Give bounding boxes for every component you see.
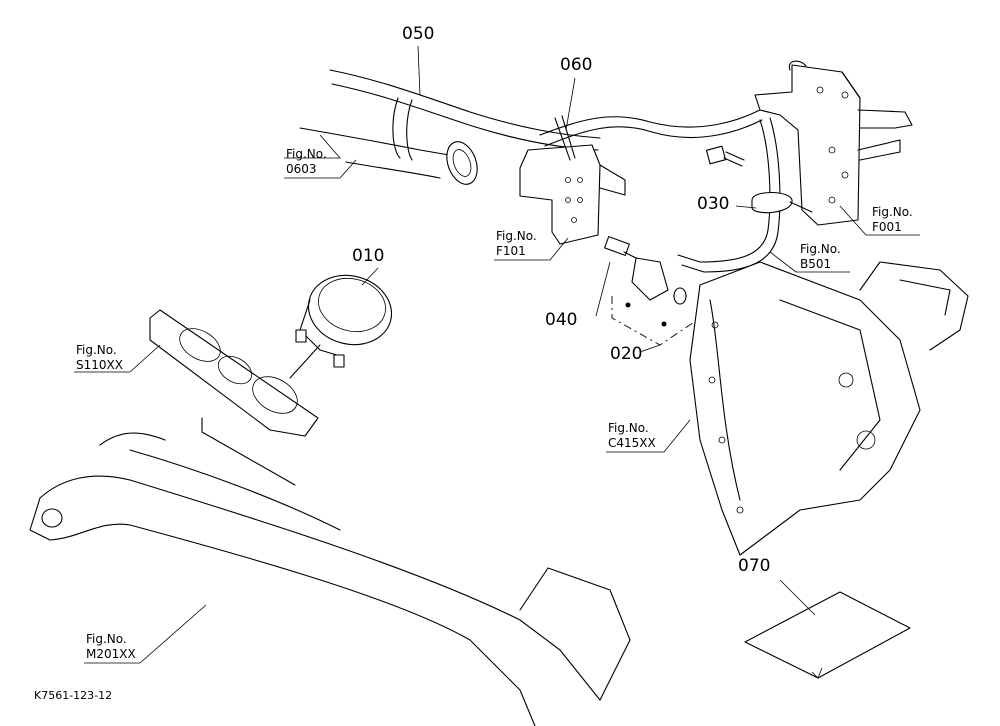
figref-f101-code: F101	[496, 244, 526, 258]
figref-s110xx-prefix: Fig.No.	[76, 343, 117, 357]
part-070-label: 070	[738, 556, 771, 576]
figref-f001-prefix: Fig.No.	[872, 205, 913, 219]
figref-m201xx-code: M201XX	[86, 647, 136, 661]
part-020-label: 020	[610, 344, 643, 364]
figref-leaders	[74, 134, 920, 664]
drawing-id: K7561-123-12	[34, 689, 113, 702]
sheet-070	[744, 591, 911, 679]
part-040-label: 040	[545, 310, 578, 330]
bracket-f101	[519, 115, 626, 245]
clamp-030	[751, 191, 813, 214]
figref-c415xx-prefix: Fig.No.	[608, 421, 649, 435]
figref-f001-code: F001	[872, 220, 902, 234]
figref-f001: Fig.No. F001	[872, 206, 913, 233]
panel-s110xx	[149, 309, 319, 486]
cable	[539, 109, 781, 273]
sensor-assembly	[604, 236, 701, 346]
figref-0603-code: 0603	[286, 162, 317, 176]
figref-c415xx-code: C415XX	[608, 436, 656, 450]
figref-s110xx: Fig.No. S110XX	[76, 344, 123, 371]
figref-s110xx-code: S110XX	[76, 358, 123, 372]
figref-m201xx-prefix: Fig.No.	[86, 632, 127, 646]
part-050-label: 050	[402, 24, 435, 44]
figref-0603: Fig.No. 0603	[286, 148, 327, 175]
figref-f101: Fig.No. F101	[496, 230, 537, 257]
gauge-010	[289, 274, 393, 379]
figref-m201xx: Fig.No. M201XX	[86, 633, 136, 660]
figref-f101-prefix: Fig.No.	[496, 229, 537, 243]
casting-m201xx	[29, 432, 631, 726]
figref-0603-prefix: Fig.No.	[286, 147, 327, 161]
part-030-label: 030	[697, 194, 730, 214]
figref-b501-code: B501	[800, 257, 832, 271]
hose-assembly	[299, 69, 601, 185]
figref-b501: Fig.No. B501	[800, 243, 841, 270]
transmission-c415xx	[689, 261, 969, 556]
part-010-label: 010	[352, 246, 385, 266]
figref-c415xx: Fig.No. C415XX	[608, 422, 656, 449]
bolt-upper	[705, 145, 745, 167]
part-060-label: 060	[560, 55, 593, 75]
plate-f001	[754, 60, 913, 226]
leader-lines	[361, 45, 816, 616]
figref-b501-prefix: Fig.No.	[800, 242, 841, 256]
